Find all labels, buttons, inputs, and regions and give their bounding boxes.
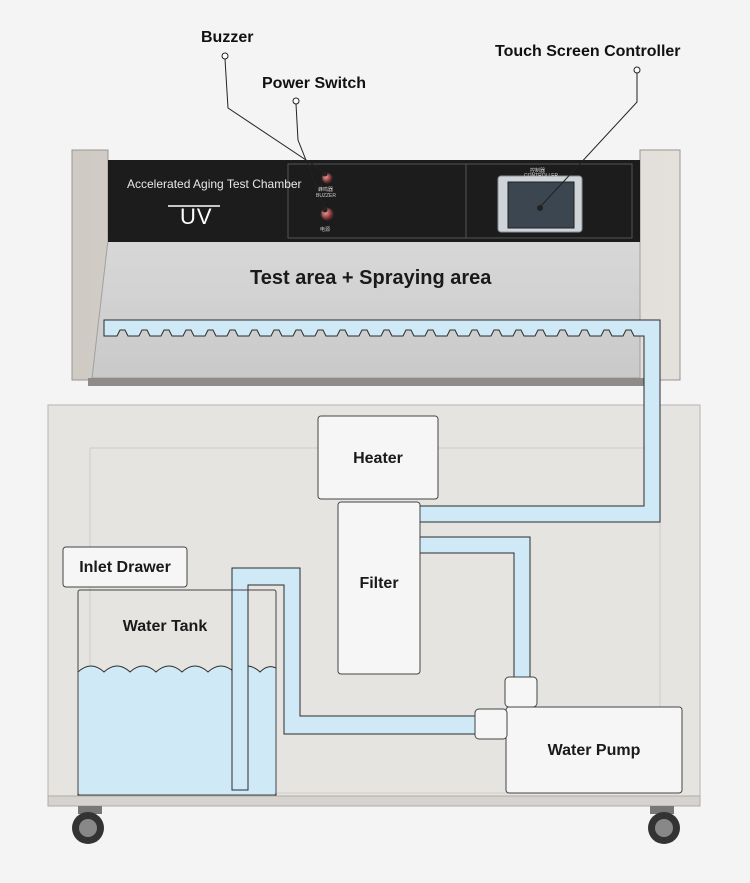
touch-screen-display [507,181,575,229]
water-tank-box [77,589,277,796]
touch-screen-leader [537,66,641,211]
caster-right [648,806,680,844]
power-small-label: 电源 [320,227,331,233]
controller-small-label: 控制器 [530,168,546,174]
inlet-drawer-label: Inlet Drawer [79,559,171,576]
touch-screen-controller-callout: Touch Screen Controller [495,43,681,60]
pump-outlet-connector [504,676,538,708]
hood-lip [88,378,644,386]
buzzer-leader [221,52,328,177]
buzzer-callout: Buzzer [201,29,254,46]
water-pump-label: Water Pump [547,742,641,759]
controller-small-sub: CONTROLLER [524,173,559,179]
heater-box [317,415,439,500]
caster-left [72,806,104,844]
tank-to-pump-pipe [231,567,479,791]
water-pump-box [505,706,683,794]
buzzer-small-label: 蜂鸣器 [318,187,334,193]
pump-inlet-connector [474,708,508,740]
test-area-title: Test area + Spraying area [250,267,492,289]
spray-manifold [103,319,661,523]
inlet-drawer-box [62,546,188,588]
water-tank-label: Water Tank [122,618,208,635]
base-plinth [47,795,701,807]
heater-label: Heater [353,450,403,467]
switch-subpanel [287,163,633,239]
power-switch-leader [292,97,328,213]
power-switch-callout: Power Switch [262,75,367,92]
filter-box [337,501,421,675]
uv-logo: UV [180,204,213,229]
tank-water [77,665,277,796]
hood-front [91,239,641,379]
filter-label: Filter [359,575,399,592]
panel-title: Accelerated Aging Test Chamber [127,177,302,191]
buzzer-small-sub: BUZZER [316,193,336,199]
